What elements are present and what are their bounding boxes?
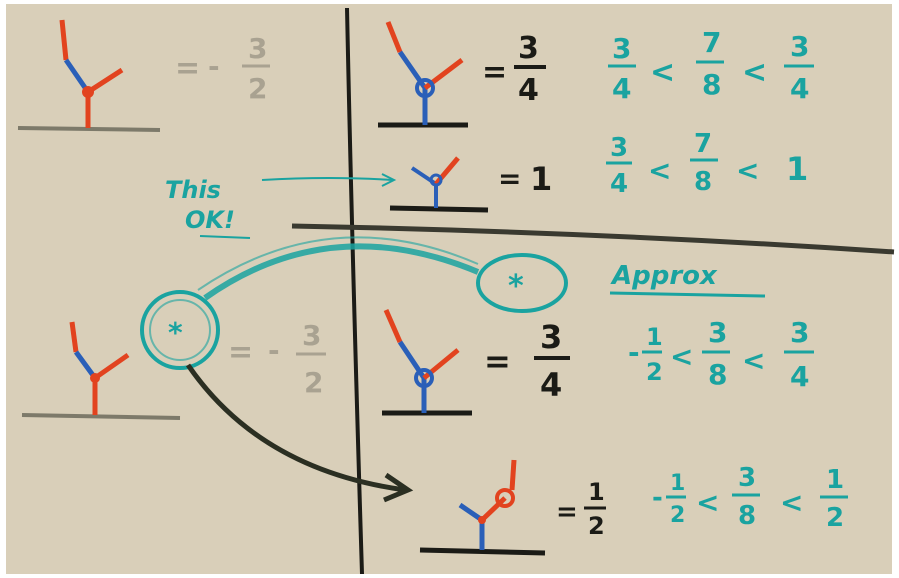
fraction-numerator: 3 (248, 32, 267, 65)
svg-text:<: < (670, 340, 693, 373)
svg-text:<: < (736, 154, 759, 187)
svg-text:7: 7 (694, 129, 712, 159)
circled-star-right: * (476, 253, 568, 313)
svg-text:=: = (482, 55, 507, 90)
board-surface (6, 4, 892, 574)
svg-text:2: 2 (826, 503, 844, 533)
svg-text:4: 4 (790, 72, 809, 105)
equals-sign: = (228, 335, 253, 370)
svg-text:4: 4 (610, 169, 628, 199)
circled-star-left: * (140, 290, 220, 370)
left-top-equation: = - 3 2 (175, 32, 270, 105)
svg-text:=: = (556, 497, 578, 527)
vertical-divider (345, 7, 364, 575)
svg-text:1: 1 (646, 323, 663, 351)
fraction-numerator: 3 (302, 319, 321, 352)
row4-inequality: - 1 2 < 3 8 < 1 2 (652, 463, 848, 533)
tree-diagram-left-bottom (21, 321, 181, 420)
tree-diagram-right-1 (378, 21, 468, 128)
svg-text:2: 2 (646, 358, 663, 386)
svg-text:8: 8 (738, 501, 756, 531)
svg-text:8: 8 (702, 68, 721, 101)
row3-equation: = 3 4 (484, 318, 570, 404)
svg-text:8: 8 (694, 167, 712, 197)
this-ok-note: This OK! (165, 173, 397, 239)
row1-inequality: 3 4 < 7 8 < 3 4 (608, 26, 814, 105)
svg-text:*: * (508, 269, 524, 304)
svg-text:1: 1 (670, 471, 685, 496)
svg-text:3: 3 (610, 133, 628, 163)
left-bottom-equation: = - 3 2 (228, 319, 326, 399)
svg-text:3: 3 (518, 31, 539, 66)
fraction-denominator: 2 (248, 72, 267, 105)
svg-text:8: 8 (708, 358, 727, 391)
svg-text:3: 3 (790, 316, 809, 349)
svg-text:<: < (742, 55, 767, 90)
svg-text:-: - (652, 483, 663, 513)
svg-text:3: 3 (708, 316, 727, 349)
approx-label: Approx (609, 261, 766, 298)
svg-text:4: 4 (518, 73, 539, 108)
svg-text:7: 7 (702, 26, 721, 59)
svg-text:-: - (628, 336, 640, 369)
note-line-ok: OK! (185, 206, 235, 234)
svg-text:=: = (484, 342, 511, 380)
svg-text:3: 3 (790, 30, 809, 63)
equals-sign: = (175, 51, 200, 86)
svg-text:3: 3 (540, 318, 562, 356)
svg-text:1: 1 (588, 478, 605, 506)
tree-diagram-right-3 (382, 308, 472, 416)
svg-text:1: 1 (786, 150, 808, 188)
svg-text:*: * (168, 316, 183, 349)
green-arc-arrow (203, 243, 480, 301)
svg-text:2: 2 (670, 503, 685, 528)
svg-text:Approx: Approx (610, 261, 718, 291)
black-curved-arrow (185, 363, 406, 493)
svg-text:<: < (648, 154, 671, 187)
row2-equation: = 1 (498, 160, 552, 198)
svg-text:3: 3 (738, 463, 756, 493)
tree-diagram-right-4 (419, 459, 546, 556)
svg-text:<: < (650, 55, 675, 90)
svg-text:4: 4 (540, 366, 562, 404)
row4-equation: = 1 2 (556, 478, 606, 540)
minus-sign: - (268, 334, 280, 367)
svg-text:3: 3 (612, 32, 631, 65)
svg-text:4: 4 (612, 72, 631, 105)
fraction-denominator: 2 (304, 366, 323, 399)
svg-text:4: 4 (790, 360, 809, 393)
minus-sign: - (208, 50, 220, 83)
note-line-this: This (165, 176, 221, 204)
row3-inequality: - 1 2 < 3 8 < 3 4 (628, 316, 814, 393)
svg-text:2: 2 (588, 512, 605, 540)
row1-equation: = 3 4 (482, 31, 546, 108)
svg-text:<: < (696, 486, 719, 519)
svg-text:<: < (742, 344, 765, 377)
tree-diagram-right-2 (389, 156, 489, 213)
svg-text:=: = (498, 162, 521, 195)
svg-text:<: < (780, 486, 803, 519)
tree-diagram-left-top (17, 19, 161, 132)
horizontal-divider (291, 223, 895, 255)
svg-text:1: 1 (530, 160, 552, 198)
svg-text:1: 1 (826, 465, 844, 495)
row2-inequality: 3 4 < 7 8 < 1 (606, 129, 808, 199)
